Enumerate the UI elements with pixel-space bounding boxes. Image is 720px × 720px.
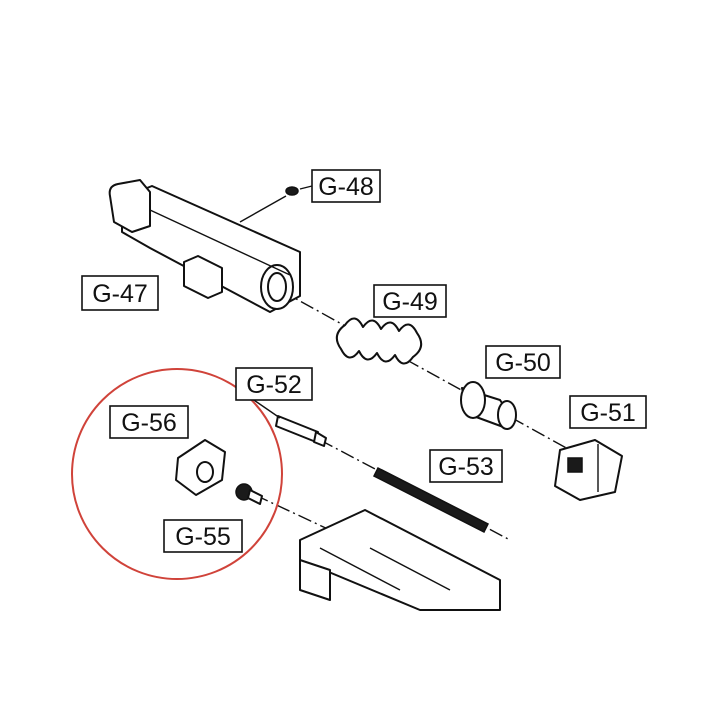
guide-line-upper — [279, 289, 571, 451]
part-g51-block — [554, 439, 623, 501]
part-g47-cylinder — [108, 179, 301, 313]
part-g52-pin — [247, 395, 327, 447]
label-text-g52: G-52 — [246, 371, 302, 399]
label-text-g47: G-47 — [92, 280, 148, 308]
guide-line-screw — [254, 494, 331, 531]
label-g47: G-47 — [81, 275, 159, 311]
part-g56-block — [175, 439, 226, 496]
label-text-g51: G-51 — [580, 399, 636, 427]
leader-g48 — [299, 185, 313, 190]
part-g49-spring — [335, 317, 423, 365]
label-g48: G-48 — [311, 169, 381, 203]
part-g50-piston — [460, 381, 517, 430]
label-text-g56: G-56 — [121, 409, 177, 437]
label-g50: G-50 — [485, 345, 561, 379]
label-text-g53: G-53 — [438, 453, 494, 481]
label-text-g49: G-49 — [382, 288, 438, 316]
highlight-circle — [71, 368, 283, 580]
part-g55-screw — [235, 483, 263, 505]
label-text-g55: G-55 — [175, 523, 231, 551]
label-g51: G-51 — [569, 395, 647, 429]
label-text-g48: G-48 — [318, 173, 374, 201]
label-g55: G-55 — [163, 519, 243, 553]
label-text-g50: G-50 — [495, 349, 551, 377]
part-frame — [299, 509, 501, 611]
label-g56: G-56 — [109, 405, 189, 439]
part-g48-screw — [239, 185, 313, 223]
label-g53: G-53 — [429, 449, 503, 483]
label-g52: G-52 — [235, 367, 313, 401]
label-g49: G-49 — [373, 284, 447, 318]
part-g53-rod — [372, 466, 490, 534]
